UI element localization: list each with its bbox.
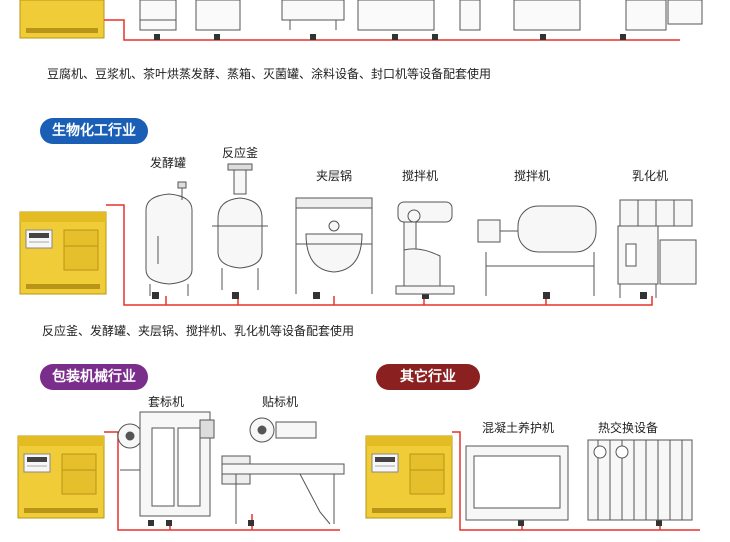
section-pack-diagram	[17, 411, 345, 531]
reactor-machine	[212, 163, 268, 290]
mixer-label-1: 搅拌机	[402, 169, 439, 183]
sleeve-labeler-label: 套标机	[148, 395, 185, 409]
mixer-machine	[395, 201, 455, 295]
steam-boiler-icon	[17, 435, 105, 519]
fermenter-machine	[145, 181, 193, 296]
packaging-badge: 包装机械行业	[40, 364, 148, 390]
horizontal-mixer-machine	[477, 205, 597, 296]
sleeve-labeler-machine	[117, 411, 215, 517]
heat-exchanger-label: 热交换设备	[598, 421, 659, 435]
fermenter-label: 发酵罐	[150, 156, 187, 170]
section-other-diagram	[365, 431, 700, 531]
emulsifier-label: 乳化机	[632, 169, 669, 183]
concrete-curing-machine	[465, 445, 569, 521]
food-industry-caption: 豆腐机、豆浆机、茶叶烘蒸发酵、蒸箱、灭菌罐、涂料设备、封口机等设备配套使用	[47, 67, 492, 81]
jacket-kettle-machine	[295, 197, 373, 294]
section-food-diagram	[19, 0, 703, 41]
reactor-label: 反应釜	[222, 146, 259, 160]
labeler-label: 贴标机	[262, 395, 299, 409]
bio-chemical-caption: 反应釜、发酵罐、夹层锅、搅拌机、乳化机等设备配套使用	[42, 324, 355, 338]
steam-boiler-icon	[19, 0, 105, 39]
steam-boiler-icon	[365, 435, 453, 519]
jacket-kettle-label: 夹层锅	[316, 169, 353, 183]
labeler-machine	[221, 417, 345, 525]
bio-chemical-badge: 生物化工行业	[40, 118, 148, 144]
emulsifier-machine	[617, 199, 697, 298]
mixer-label-2: 搅拌机	[514, 169, 551, 183]
concrete-curing-label: 混凝土养护机	[482, 421, 555, 435]
other-industry-badge: 其它行业	[376, 364, 480, 390]
steam-boiler-icon	[19, 211, 107, 295]
section-bio-diagram	[19, 163, 697, 306]
heat-exchanger-machine	[587, 439, 693, 521]
